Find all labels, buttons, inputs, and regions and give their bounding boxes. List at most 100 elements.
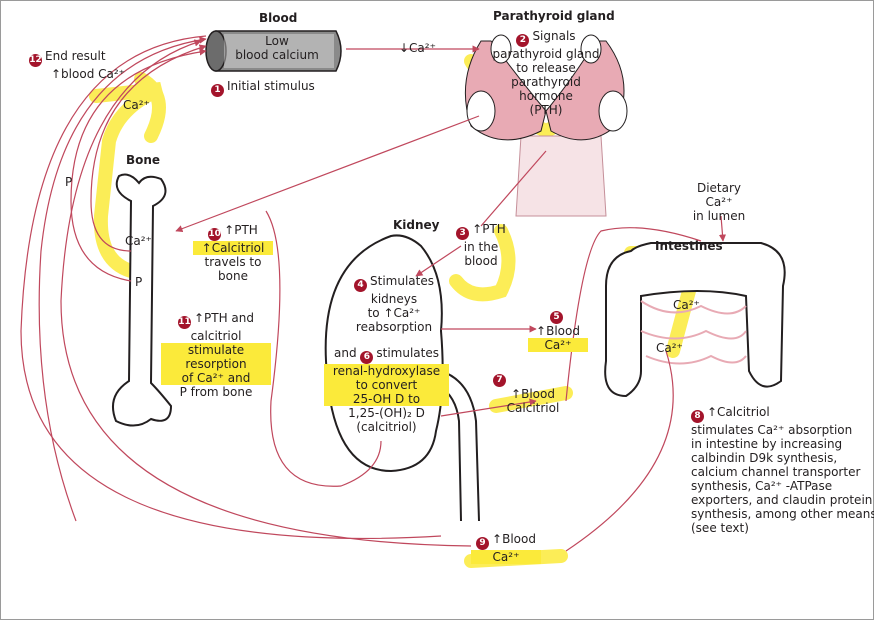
step11-badge: 11	[177, 316, 191, 329]
step9-line-0: 9↑Blood	[471, 532, 541, 550]
dietary-label: Dietary Ca²⁺ in lumen	[684, 181, 754, 223]
step11-text-0: ↑PTH and	[193, 311, 255, 325]
step7-line-0: ↑Blood	[511, 387, 555, 401]
arrow-gland-to-kidney-blood	[480, 150, 547, 227]
step2-line-1: parathyroid gland	[492, 47, 600, 61]
parathyroid-gland	[464, 34, 628, 217]
arrow-step10-loop	[265, 210, 382, 487]
step11-line-3: resorption	[161, 357, 271, 371]
step8-line-6: exporters, and claudin protein	[691, 493, 873, 507]
step7-label: 7 ↑Blood Calcitriol	[493, 369, 573, 415]
ca-bone-label: Ca²⁺	[125, 234, 152, 248]
dietary-line-1: Ca²⁺	[705, 195, 733, 209]
step4-badge: 4	[354, 279, 367, 292]
step8-line-1: stimulates Ca²⁺ absorption	[691, 423, 853, 437]
arrow-bone-ca-to-blood	[90, 44, 207, 252]
highlight-bone-hook	[134, 72, 166, 143]
step1-badge: 1	[211, 84, 224, 97]
flow-arrows	[20, 35, 727, 552]
step3-line-2: blood	[464, 254, 498, 268]
step8-line-5: synthesis, Ca²⁺ -ATPase	[691, 479, 833, 493]
step6-line-3: 25-OH D to	[324, 392, 449, 406]
step5-badge: 5	[550, 311, 563, 324]
arrow-intestine-to-step9	[565, 350, 674, 552]
step10-line-2: travels to	[204, 255, 262, 269]
arrow-step7-to-intestine	[565, 227, 702, 402]
parathyroid-title: Parathyroid gland	[493, 9, 615, 23]
step11-line-2: stimulate	[161, 343, 271, 357]
arrow-step9-to-blood	[60, 39, 472, 547]
step6-line-5: (calcitriol)	[356, 420, 417, 434]
arrow-outermost-loop	[20, 35, 442, 539]
step7-badge: 7	[493, 374, 506, 387]
step6-badge: 6	[360, 351, 374, 364]
blood-title: Blood	[259, 11, 298, 25]
step5-label: 5 ↑Blood Ca²⁺	[528, 306, 588, 352]
step9-text-0: ↑Blood	[492, 532, 536, 546]
p-left-label: P	[65, 175, 73, 189]
step8-line-7: synthesis, among other means	[691, 507, 874, 521]
intestines-title: Intestines	[655, 239, 723, 253]
arrow-step3-to-4	[415, 245, 462, 277]
step8-line-8: (see text)	[691, 521, 749, 535]
step6-text-0: stimulates	[376, 346, 440, 360]
step10-text-0: ↑PTH	[224, 223, 258, 237]
blood-tube-line2: blood calcium	[235, 48, 319, 62]
step9-badge: 9	[476, 537, 490, 550]
step11-line-4: of Ca²⁺ and	[161, 371, 271, 385]
step2-badge: 2	[516, 34, 530, 47]
step4-line-3: reabsorption	[355, 320, 433, 334]
step11-line-1: calcitriol	[190, 329, 242, 343]
ca-decrease-label: ↓Ca²⁺	[399, 41, 436, 55]
initial-stimulus-text: Initial stimulus	[227, 79, 315, 93]
step11-line-0: 11↑PTH and	[161, 311, 271, 329]
step8-line-3: calbindin D9k synthesis,	[691, 451, 838, 465]
step11-label: 11↑PTH and calcitriol stimulate resorpti…	[161, 311, 271, 399]
highlight-intestine-flow	[666, 284, 696, 358]
step3-line-0: 3↑PTH	[451, 222, 511, 240]
step2-line-4: hormone	[519, 89, 573, 103]
intestines-shape	[604, 242, 786, 398]
step4-text-0: Stimulates	[370, 274, 434, 288]
step6-line-4: 1,25-(OH)₂ D	[348, 406, 425, 420]
step5-line-0: ↑Blood	[536, 324, 580, 338]
p-bone-label: P	[135, 275, 143, 289]
step2-line-2: to release	[516, 61, 576, 75]
step9-line-1: Ca²⁺	[471, 550, 541, 564]
step5-badge-row: 5	[528, 306, 588, 324]
arrow-outer-loop	[38, 36, 207, 522]
blood-tube-line1: Low	[265, 34, 289, 48]
step10-line-3: bone	[218, 269, 248, 283]
step8-line-4: calcium channel transporter	[691, 465, 861, 479]
step10-label: 10↑PTH ↑Calcitriol travels to bone	[193, 223, 273, 283]
ca-intestine-lower: Ca²⁺	[656, 341, 683, 355]
step4-line-2: to ↑Ca²⁺	[367, 306, 421, 320]
step6-line-1: renal-hydroxylase	[324, 364, 449, 378]
step4-line-1: kidneys	[370, 292, 418, 306]
step6-line-2: to convert	[324, 378, 449, 392]
step2-text-0: Signals	[532, 29, 576, 43]
arrow-bone-p-to-blood	[70, 48, 207, 282]
end-result-text: End result	[45, 49, 106, 63]
ca-top-label: Ca²⁺	[123, 98, 150, 112]
step5-line-1: Ca²⁺	[528, 338, 588, 352]
arrow-gland-to-bone	[175, 115, 480, 233]
arrow-kidney-to-step7	[440, 398, 537, 417]
step2-line-5: (PTH)	[529, 103, 563, 117]
bone-title: Bone	[126, 153, 161, 167]
step8-badge: 8	[691, 410, 704, 423]
step10-line-0: 10↑PTH	[193, 223, 273, 241]
step10-badge: 10	[208, 228, 222, 241]
step2-line-3: parathyroid	[511, 75, 581, 89]
step3-badge: 3	[456, 227, 470, 240]
step8-text-0: ↑Calcitriol	[707, 405, 770, 419]
blood-tube-label: Low blood calcium	[227, 34, 327, 62]
step6-and: and	[333, 346, 357, 360]
